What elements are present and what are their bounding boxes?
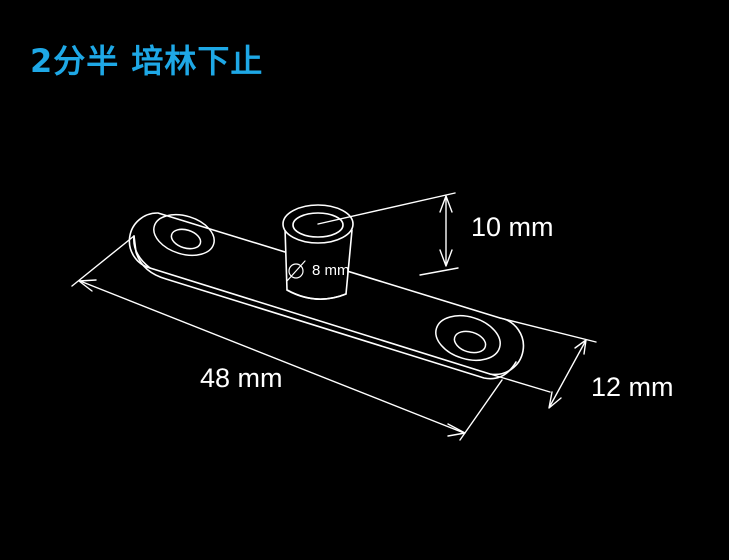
- diameter-icon: [286, 260, 306, 282]
- left-mounting-hole: [153, 213, 215, 257]
- width-dimension: [489, 317, 597, 409]
- page-title: 2分半 培林下止: [30, 42, 264, 80]
- center-post: [282, 204, 354, 300]
- length-dimension: [71, 235, 503, 441]
- height-label: 10 mm: [471, 212, 554, 242]
- width-label: 12 mm: [591, 372, 674, 402]
- length-label: 48 mm: [200, 363, 283, 393]
- height-dimension: [317, 192, 459, 276]
- diameter-label: 8 mm: [312, 262, 350, 279]
- right-mounting-hole: [435, 314, 501, 362]
